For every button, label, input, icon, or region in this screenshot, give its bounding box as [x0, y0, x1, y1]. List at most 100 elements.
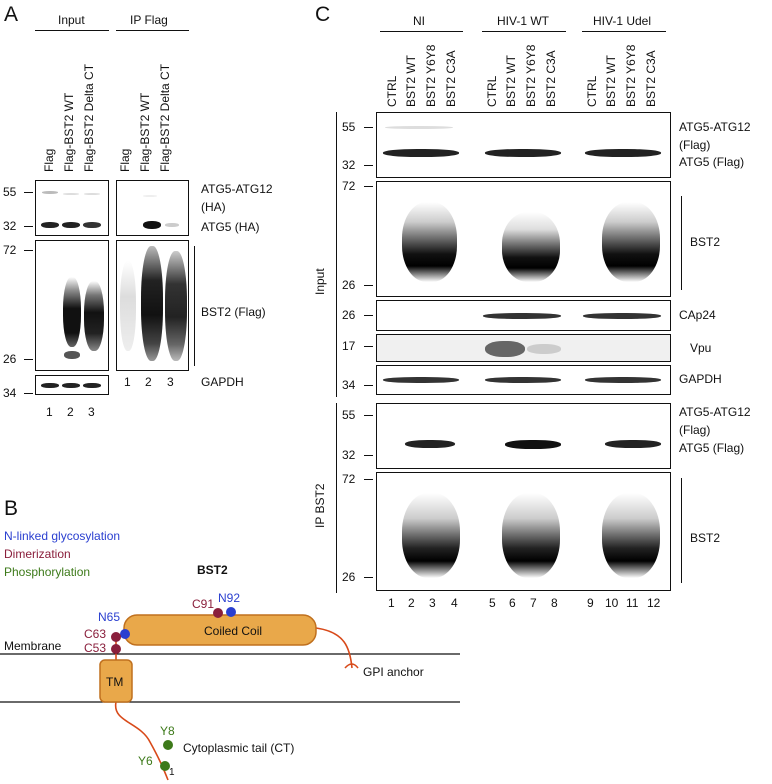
label-a-atg5-atg12: ATG5-ATG12	[201, 182, 273, 196]
lane-label-c-3: BST2 Y6Y8	[424, 44, 438, 107]
label-a-ha: (HA)	[201, 200, 226, 214]
mw-tick	[364, 415, 373, 416]
label-a-gapdh: GAPDH	[201, 375, 244, 389]
mw-c-cap24-26: 26	[342, 308, 356, 322]
mw-tick	[24, 359, 33, 360]
lane-number-c-11: 11	[626, 596, 639, 610]
label-a-atg5-ha: ATG5 (HA)	[201, 220, 260, 234]
mw-a-bst2-72: 72	[3, 243, 17, 257]
legend-n-linked: N-linked glycosylation	[4, 529, 121, 543]
lane-label-c-2: BST2 WT	[404, 54, 418, 107]
lane-number-c-1: 1	[388, 596, 395, 610]
lane-number-c-3: 3	[429, 596, 436, 610]
cytoplasmic-tail-label: Cytoplasmic tail (CT)	[183, 741, 295, 755]
bracket-c-bst2-input	[681, 196, 682, 290]
bracket-input	[336, 112, 337, 397]
group-label-hiv1-udel: HIV-1 Udel	[593, 14, 652, 28]
mw-tick	[364, 385, 373, 386]
side-label-input: Input	[313, 268, 327, 295]
blot-c-atg-input	[376, 112, 671, 178]
gpi-anchor-hook	[344, 663, 359, 669]
mw-c-ip-bst2-72: 72	[342, 472, 356, 486]
panel-b-letter: B	[4, 497, 19, 520]
mw-c-bst2-26: 26	[342, 278, 356, 292]
site-c53-label: C53	[84, 641, 107, 655]
mw-tick	[24, 192, 33, 193]
site-n65-dot	[120, 629, 130, 639]
panel-c-letter: C	[315, 3, 331, 26]
group-underline-ni	[380, 31, 463, 33]
site-n65-label: N65	[98, 610, 121, 624]
lane-number-a-input-1: 1	[46, 405, 53, 419]
lane-number-c-10: 10	[605, 596, 619, 610]
blot-c-cap24	[376, 300, 671, 331]
label-c-bst2-input: BST2	[690, 235, 721, 249]
blot-a-bst2-ip	[116, 240, 189, 371]
label-a-bst2-flag: BST2 (Flag)	[201, 305, 266, 319]
lane-label-c-12: BST2 C3A	[644, 50, 658, 107]
lane-number-c-6: 6	[509, 596, 516, 610]
lane-number-a-input-2: 2	[67, 405, 74, 419]
group-underline-ip-flag	[116, 30, 189, 32]
mw-tick	[24, 393, 33, 394]
mw-tick	[364, 127, 373, 128]
group-label-ip-flag: IP Flag	[130, 13, 168, 27]
lane-number-c-8: 8	[551, 596, 558, 610]
lane-number-a-ip-1: 1	[124, 375, 131, 389]
lane-label-c-10: BST2 WT	[604, 54, 618, 107]
lane-label-c-8: BST2 C3A	[544, 50, 558, 107]
side-label-ip-bst2: IP BST2	[313, 483, 327, 528]
mw-c-bst2-72: 72	[342, 179, 356, 193]
label-c-gapdh: GAPDH	[679, 372, 722, 386]
mw-tick	[364, 285, 373, 286]
lane-label-c-4: BST2 C3A	[444, 50, 458, 107]
label-c-flag-ip: (Flag)	[679, 423, 711, 437]
lane-label-c-1: CTRL	[385, 75, 399, 107]
site-y8-dot	[163, 740, 173, 750]
legend-phosphorylation: Phosphorylation	[4, 565, 91, 579]
label-c-atg5-atg12-input: ATG5-ATG12	[679, 120, 751, 134]
label-c-atg5-flag-input: ATG5 (Flag)	[679, 155, 745, 169]
lane-label-c-5: CTRL	[485, 75, 499, 107]
lane-number-a-ip-2: 2	[145, 375, 152, 389]
blot-a-atg-input	[35, 180, 109, 236]
tm-domain	[99, 659, 133, 703]
panel-a-letter: A	[4, 3, 19, 26]
blot-c-bst2-input	[376, 181, 671, 297]
group-underline-hiv1-wt	[482, 31, 566, 33]
lane-number-c-4: 4	[451, 596, 458, 610]
mw-c-ip-atg-55: 55	[342, 408, 356, 422]
label-c-vpu: Vpu	[690, 341, 712, 355]
lane-number-c-12: 12	[647, 596, 661, 610]
site-y6-label: Y6	[138, 754, 153, 768]
blot-c-gapdh	[376, 365, 671, 395]
membrane-label: Membrane	[4, 639, 62, 653]
mw-c-vpu-17: 17	[342, 339, 356, 353]
mw-a-atg-32: 32	[3, 219, 17, 233]
bracket-c-bst2-ip	[681, 478, 682, 583]
lane-label-c-6: BST2 WT	[504, 54, 518, 107]
cytoplasmic-tail-line	[114, 701, 169, 781]
label-c-cap24: CAp24	[679, 308, 716, 322]
site-c63-dot	[111, 632, 121, 642]
diagram-title-bst2: BST2	[197, 563, 228, 577]
site-y8-label: Y8	[160, 724, 175, 738]
label-c-bst2-ip: BST2	[690, 531, 721, 545]
mw-c-gapdh-34: 34	[342, 378, 356, 392]
site-c63-label: C63	[84, 627, 107, 641]
blot-c-atg-ip	[376, 403, 671, 469]
lane-number-c-7: 7	[530, 596, 537, 610]
site-c91-dot	[213, 608, 223, 618]
group-label-input: Input	[58, 13, 85, 27]
mw-a-gapdh-34: 34	[3, 386, 17, 400]
tm-label: TM	[106, 675, 124, 689]
blot-c-vpu	[376, 334, 671, 362]
label-c-flag-input: (Flag)	[679, 138, 711, 152]
mw-tick	[364, 186, 373, 187]
label-c-atg5-atg12-ip: ATG5-ATG12	[679, 405, 751, 419]
group-underline-input	[35, 30, 109, 32]
mw-tick	[364, 577, 373, 578]
mw-c-atg-55: 55	[342, 120, 356, 134]
label-c-atg5-flag-ip: ATG5 (Flag)	[679, 441, 745, 455]
lane-label-c-7: BST2 Y6Y8	[524, 44, 538, 107]
